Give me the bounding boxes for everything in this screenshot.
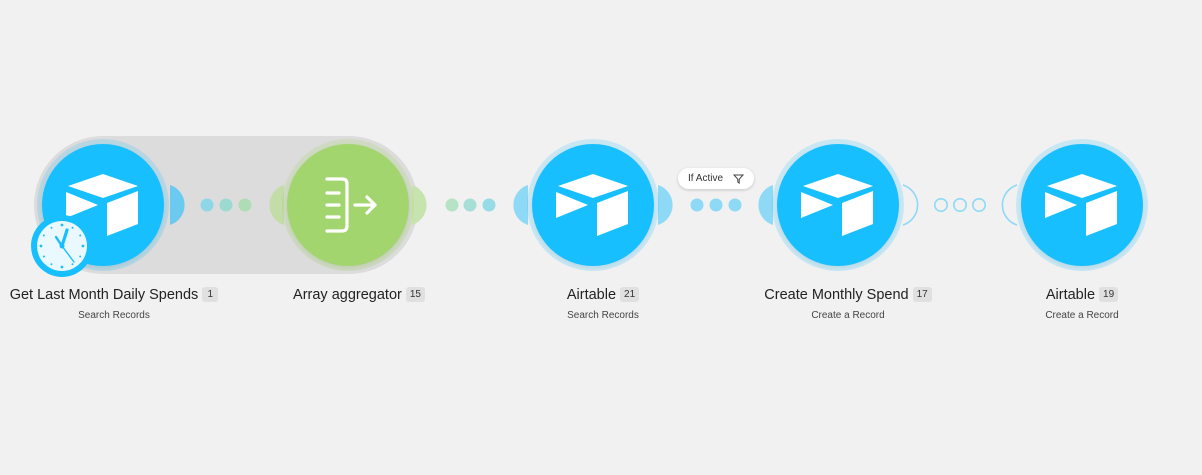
module-id-badge: 19	[1099, 287, 1119, 302]
module-title: Airtable	[566, 287, 617, 303]
module-title: Airtable	[1045, 287, 1096, 303]
module-action: Search Records	[78, 310, 150, 321]
route-dot	[709, 198, 723, 212]
airtable-icon	[66, 174, 138, 236]
module-airtable-create-record[interactable]	[1021, 144, 1143, 266]
route-dot	[933, 198, 948, 213]
module-id-badge: 1	[202, 287, 219, 302]
array-aggregator-icon	[325, 177, 377, 233]
route-dot	[728, 198, 742, 212]
airtable-icon	[1045, 174, 1117, 236]
route-1-to-15[interactable]	[170, 185, 284, 225]
route-dot	[971, 198, 986, 213]
connector-out-handle	[412, 185, 427, 225]
connector-out-handle	[170, 185, 185, 225]
module-action: Create a Record	[811, 310, 885, 321]
route-21-to-17[interactable]	[658, 185, 773, 225]
module-title: Get Last Month Daily Spends	[9, 287, 199, 303]
filter-label: If Active	[688, 173, 724, 184]
module-action: Create a Record	[1045, 310, 1119, 321]
route-dot	[463, 198, 477, 212]
filter-funnel-icon	[733, 174, 745, 184]
route-dot	[219, 198, 233, 212]
connector-out-handle	[902, 184, 919, 226]
connector-in-handle	[269, 185, 284, 225]
module-create-monthly-spend[interactable]	[777, 144, 899, 266]
route-17-to-19[interactable]	[902, 184, 1018, 226]
connector-in-handle	[513, 185, 528, 225]
module-id-badge: 21	[620, 287, 640, 302]
airtable-icon	[556, 174, 628, 236]
route-15-to-21[interactable]	[412, 185, 528, 225]
module-airtable-search-records[interactable]	[532, 144, 654, 266]
route-dot	[445, 198, 459, 212]
clock-icon	[31, 215, 93, 277]
module-action: Search Records	[567, 310, 639, 321]
route-dot	[952, 198, 967, 213]
module-title: Array aggregator	[293, 287, 402, 303]
connector-in-handle	[1001, 184, 1018, 226]
module-id-badge: 17	[912, 287, 932, 302]
airtable-icon	[801, 174, 873, 236]
module-array-aggregator[interactable]	[287, 144, 409, 266]
route-filter-if-active[interactable]: If Active	[678, 168, 755, 189]
schedule-trigger[interactable]	[30, 214, 94, 278]
route-dot	[238, 198, 252, 212]
module-title: Create Monthly Spend	[764, 287, 909, 303]
module-id-badge: 15	[405, 287, 425, 302]
connector-in-handle	[758, 185, 773, 225]
route-dot	[200, 198, 214, 212]
connector-out-handle	[658, 185, 673, 225]
route-dot	[482, 198, 496, 212]
route-dot	[690, 198, 704, 212]
